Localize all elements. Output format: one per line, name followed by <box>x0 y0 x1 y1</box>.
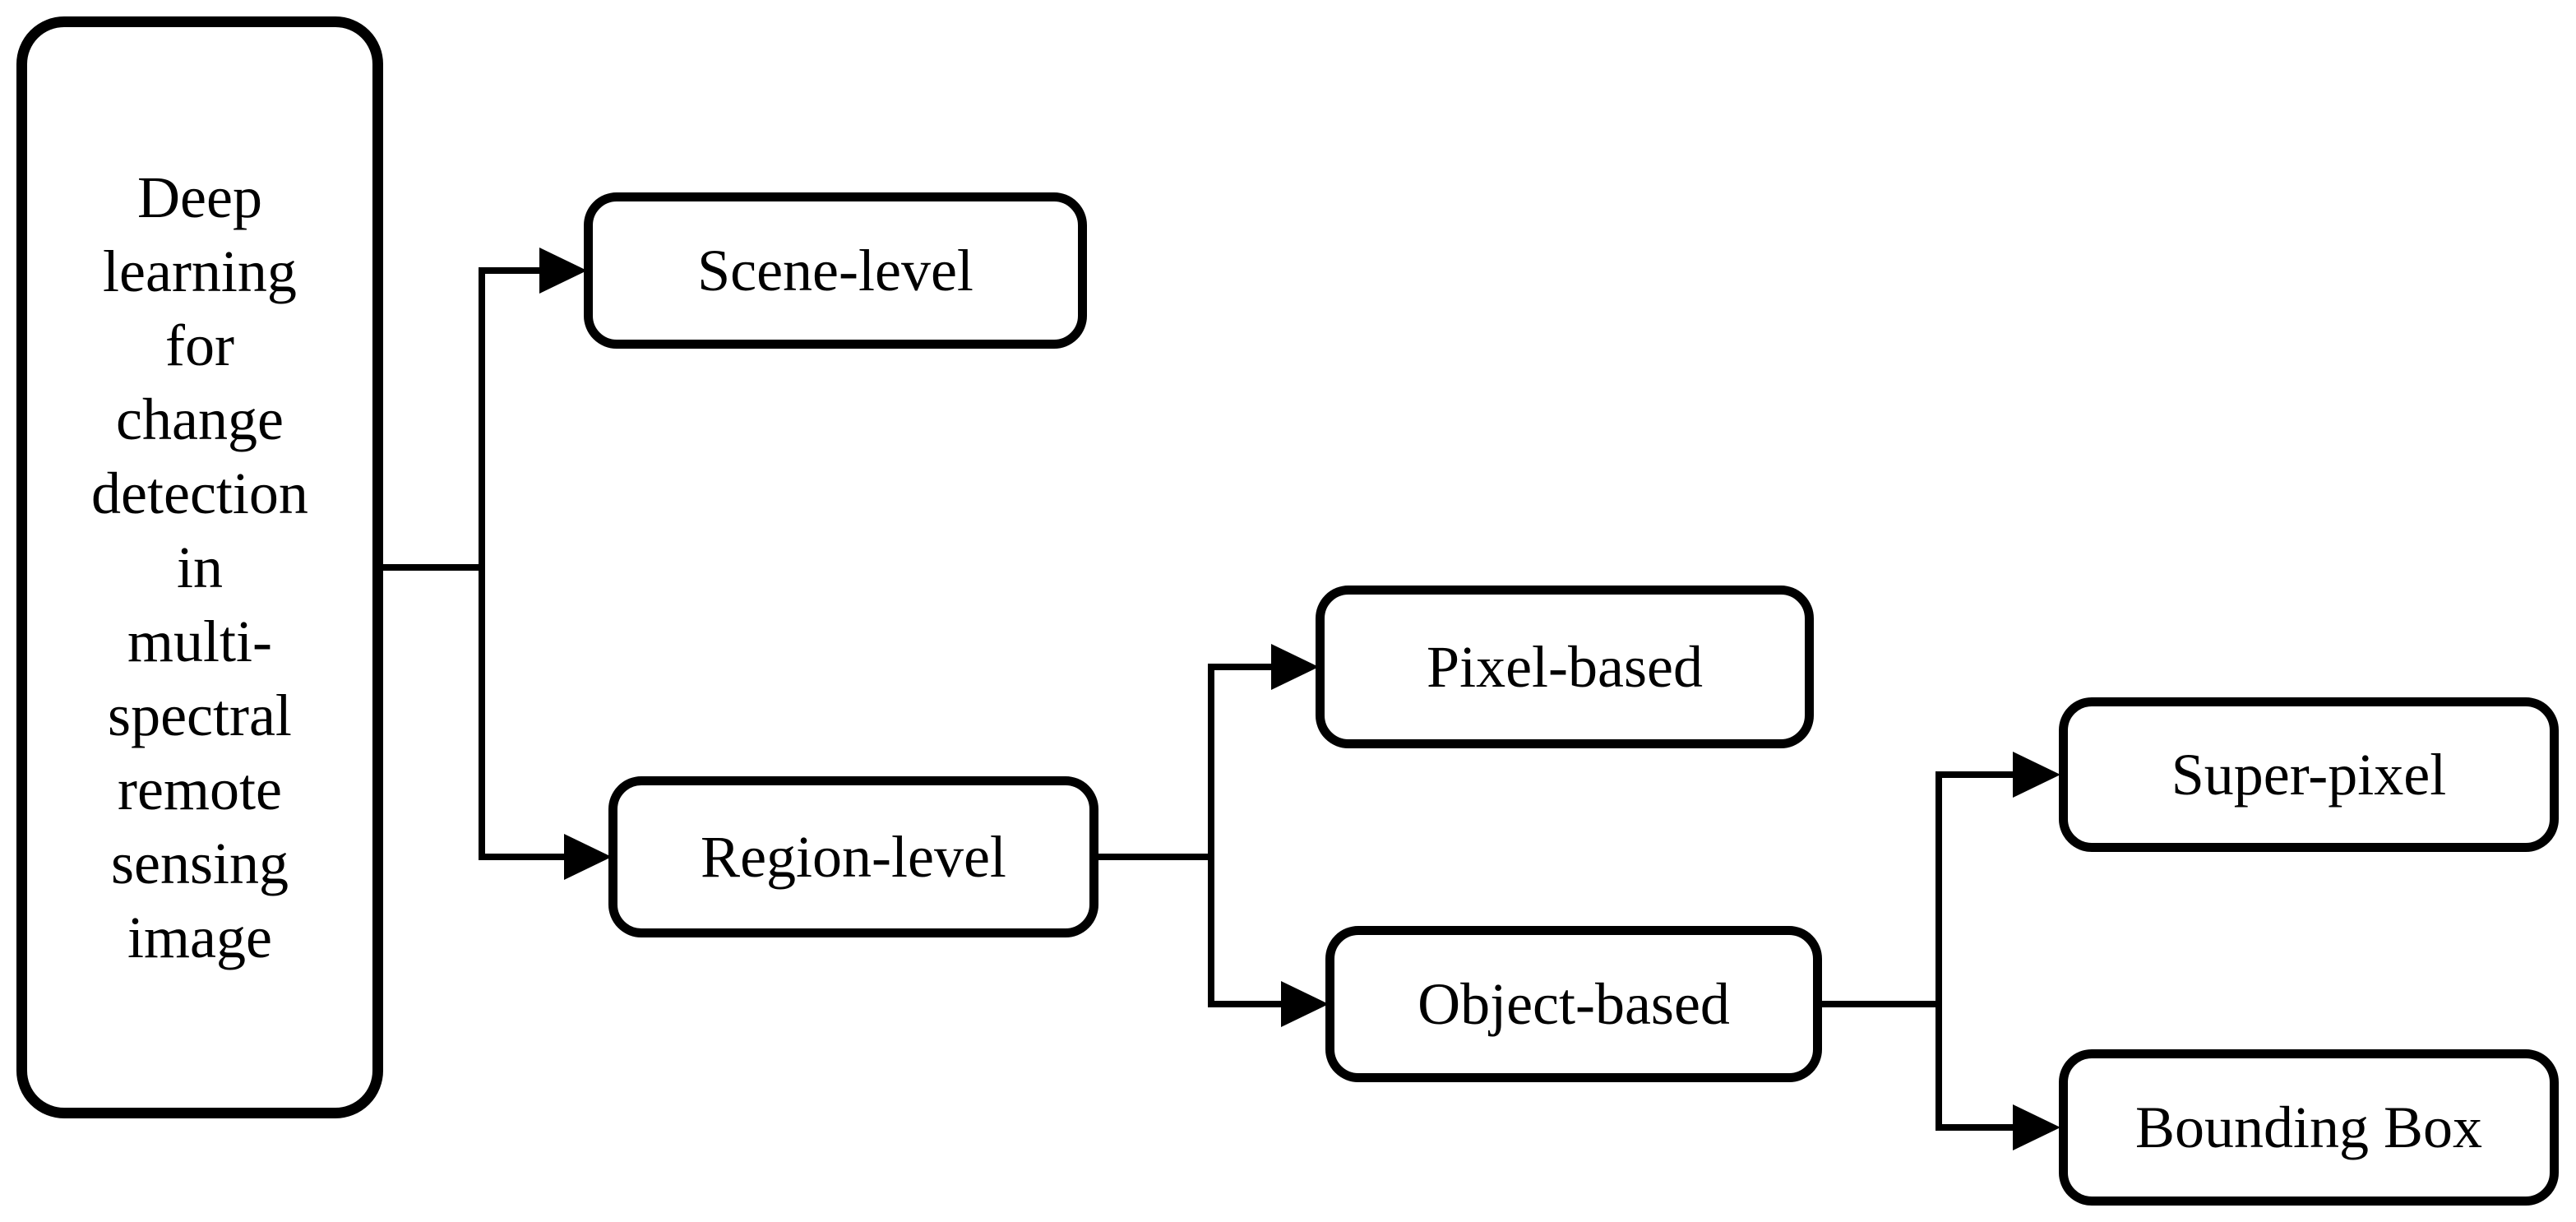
node-super-pixel: Super-pixel <box>2059 697 2559 852</box>
node-deep-learning-root: Deep learning for change detection in mu… <box>16 16 383 1118</box>
node-region-level: Region-level <box>608 776 1098 937</box>
connector-line-object-branch <box>1935 771 2019 1131</box>
arrowhead-icon-object <box>1281 981 1329 1027</box>
node-pixel-based: Pixel-based <box>1316 586 1814 748</box>
arrowhead-icon-pixel <box>1271 644 1319 690</box>
arrowhead-icon-scene <box>539 248 587 294</box>
arrowhead-icon-super-pixel <box>2013 752 2060 798</box>
node-scene-level: Scene-level <box>584 192 1087 349</box>
connector-line-root-branch <box>479 267 569 860</box>
arrowhead-icon-bounding-box <box>2013 1104 2060 1150</box>
node-object-based: Object-based <box>1325 926 1822 1082</box>
node-bounding-box: Bounding Box <box>2059 1049 2559 1206</box>
arrowhead-icon-region <box>564 834 612 880</box>
connector-line-region-branch <box>1208 664 1286 1007</box>
